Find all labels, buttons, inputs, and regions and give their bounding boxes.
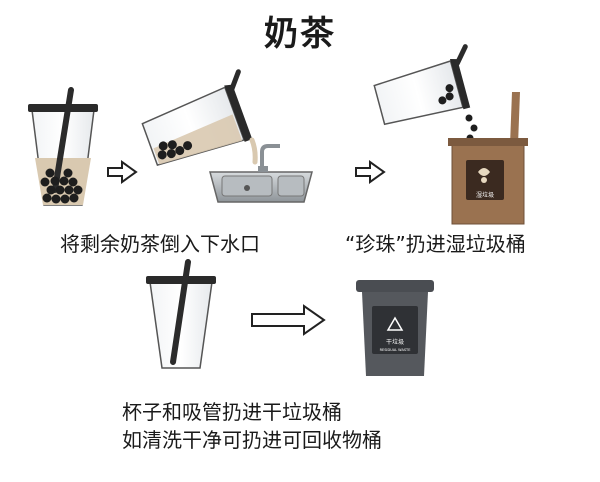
pearls-cup-icon [373,44,471,126]
milk-tea-cup-icon [28,87,98,206]
page-title: 奶茶 [264,14,336,54]
dry-waste-bin-icon: 干垃圾 RESIDUAL WASTE [356,280,434,376]
step-3-caption-line-1: 杯子和吸管扔进干垃圾桶 [122,400,342,424]
step-1-caption: 将剩余奶茶倒入下水口 [60,232,260,256]
arrow-right-icon [107,160,138,184]
arrow-right-icon [355,160,386,184]
step-3-caption-line-2: 如清洗干净可扔进可回收物桶 [122,428,382,452]
dry-bin-sublabel: RESIDUAL WASTE [380,348,411,352]
wet-waste-bin-icon: 湿垃圾 [448,92,528,225]
arrow-right-icon [251,304,326,336]
step-3-caption: 杯子和吸管扔进干垃圾桶 如清洗干净可扔进可回收物桶 [122,398,382,454]
step-2-caption: “珍珠”扔进湿垃圾桶 [345,232,526,256]
falling-pearls [465,114,478,142]
dry-bin-label: 干垃圾 [386,338,404,346]
wet-bin-label: 湿垃圾 [476,191,494,199]
sink-icon [209,144,313,203]
empty-cup-icon [146,259,216,369]
pouring-cup-icon [141,69,253,167]
